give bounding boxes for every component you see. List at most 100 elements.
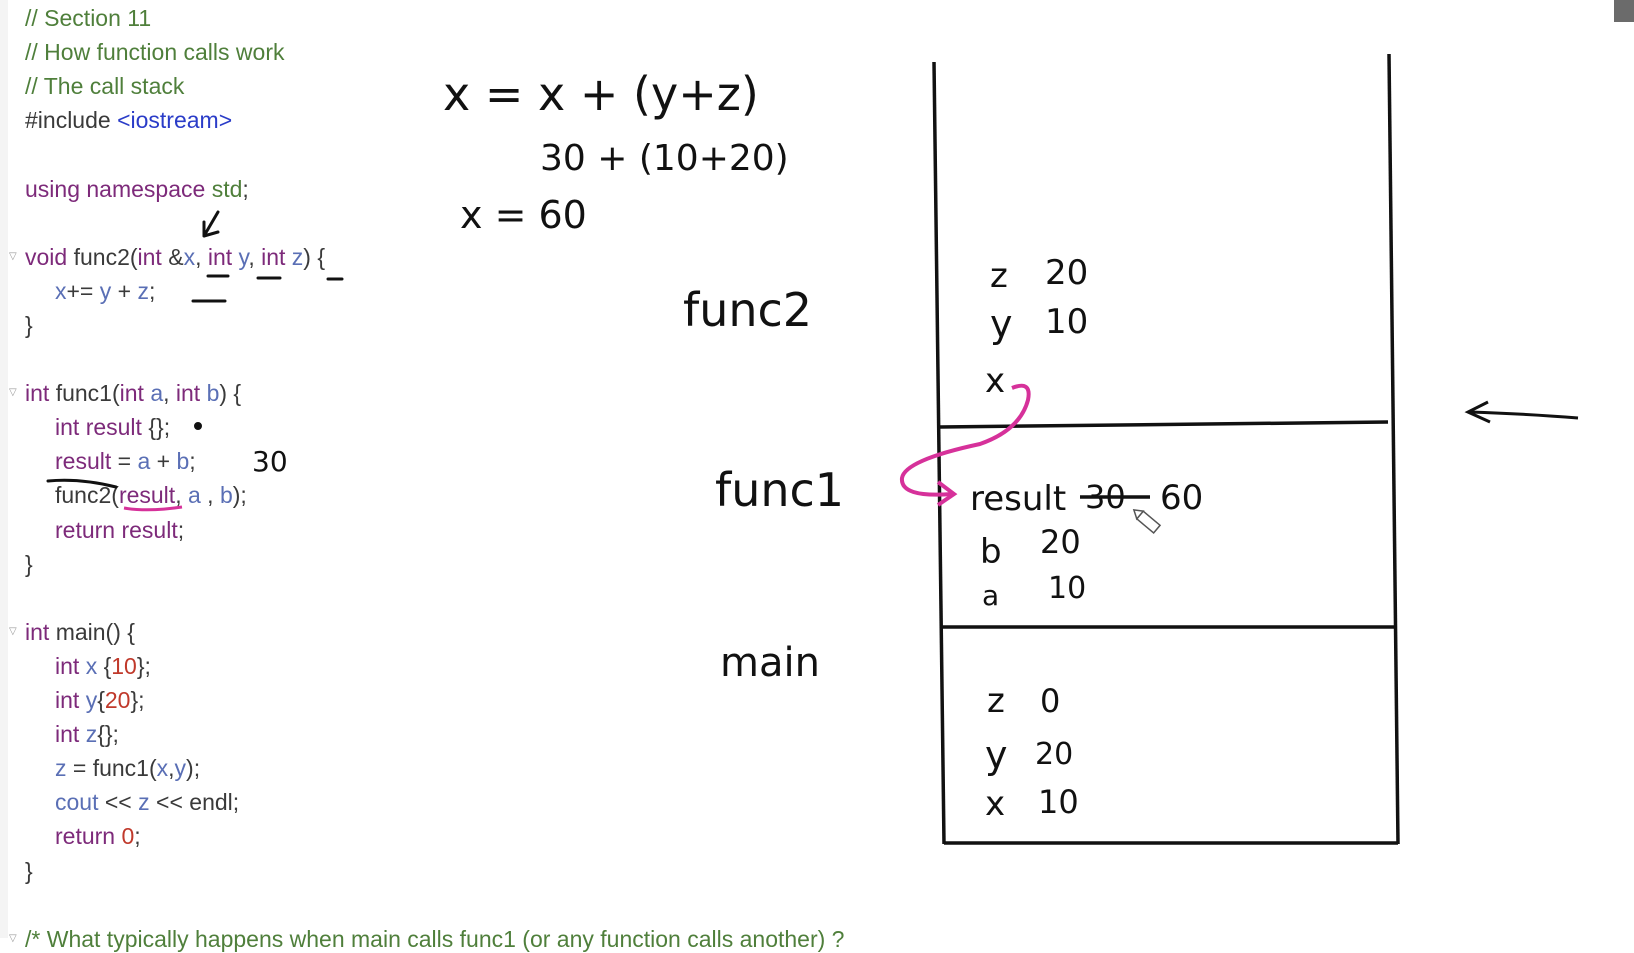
code-token: z <box>137 277 149 304</box>
main-z-value: 0 <box>1040 682 1060 720</box>
code-line[interactable]: } <box>25 857 33 885</box>
func2-y-name: y <box>990 302 1013 346</box>
func1-b-value: 20 <box>1040 523 1081 561</box>
stack-frame-main: z 0 y 20 x 10 <box>985 681 1079 824</box>
func1-a-value: 10 <box>1048 571 1086 606</box>
code-line[interactable]: // The call stack <box>25 72 184 100</box>
code-token: z <box>85 721 98 748</box>
code-line[interactable]: cout << z << endl; <box>55 788 239 816</box>
code-token: int <box>119 380 151 407</box>
expression-line-2: 30 + (10+20) <box>540 138 789 179</box>
code-token: x <box>156 755 169 782</box>
code-token: // How function calls work <box>25 39 285 66</box>
code-token: } <box>25 857 33 884</box>
code-annotation-marks <box>46 210 344 489</box>
reference-arrow <box>899 383 1031 497</box>
code-token: using namespace <box>25 175 212 202</box>
code-token: a <box>187 482 201 509</box>
code-token: result <box>85 414 149 441</box>
code-token: , <box>163 380 176 407</box>
code-token: 0 <box>121 823 135 850</box>
code-token: int <box>137 243 169 270</box>
code-line[interactable]: x+= y + z; <box>55 277 155 305</box>
code-token: , <box>248 243 262 270</box>
fold-toggle-icon[interactable]: ▽ <box>9 250 17 262</box>
main-y-value: 20 <box>1035 737 1073 772</box>
code-token: return <box>55 516 122 543</box>
code-token: }; <box>136 652 151 679</box>
stack-frame-func1: result 30 60 b 20 a 10 <box>970 478 1203 612</box>
scrollbar-thumb[interactable] <box>1614 0 1634 22</box>
code-line[interactable]: int z{}; <box>55 720 119 748</box>
code-line[interactable]: } <box>25 311 33 339</box>
code-token: int <box>261 243 292 270</box>
main-x-value: 10 <box>1038 783 1079 821</box>
code-line[interactable]: int y{20}; <box>55 686 145 714</box>
expression-line-3: x = 60 <box>460 193 587 237</box>
call-stack-box <box>932 53 1400 845</box>
code-token: result <box>55 448 112 475</box>
code-editor[interactable]: // Section 11 // How function calls work /… <box>0 0 844 952</box>
code-token: ; <box>177 516 185 543</box>
code-token: ) { <box>219 380 242 407</box>
code-token: ); <box>186 755 201 782</box>
fold-toggle-icon[interactable]: ▽ <box>9 387 17 399</box>
code-token: , <box>175 482 188 509</box>
code-token: func1( <box>55 380 120 407</box>
editor-gutter <box>0 0 8 938</box>
code-token: ; <box>134 823 141 850</box>
code-token: = <box>111 448 138 475</box>
code-line[interactable]: using namespace std; <box>25 175 249 203</box>
code-line[interactable]: #include <iostream> <box>25 106 232 134</box>
code-line[interactable]: int func1(int a, int b) { <box>25 379 241 407</box>
func1-b-name: b <box>980 532 1002 572</box>
code-line[interactable]: } <box>25 550 33 578</box>
code-token: = func1( <box>66 755 157 782</box>
code-token: }; <box>130 687 145 713</box>
pencil-cursor-icon <box>1132 508 1162 535</box>
code-token: std <box>211 175 243 202</box>
code-token: , <box>168 755 175 782</box>
code-line[interactable]: int main() { <box>25 618 135 646</box>
code-token: ; <box>189 448 196 475</box>
code-line[interactable]: // Section 11 <box>25 4 151 32</box>
code-token: func2( <box>73 243 138 270</box>
code-token: b <box>219 482 233 509</box>
code-line[interactable]: int result {}; <box>55 413 170 441</box>
code-line[interactable]: void func2(int &x, int y, int z) { <box>25 243 325 271</box>
code-token: a <box>137 448 151 475</box>
main-x-name: x <box>985 784 1005 824</box>
code-token: z <box>55 755 67 782</box>
code-token: += <box>66 277 100 304</box>
reference-arrow-head <box>936 480 958 507</box>
code-token: void <box>25 243 74 270</box>
arrow-left-icon <box>1464 400 1579 424</box>
code-token: << <box>98 789 139 816</box>
code-token: x <box>55 277 67 304</box>
code-token: return <box>55 823 122 850</box>
code-token: int <box>55 652 86 679</box>
code-token: ; <box>242 175 249 202</box>
code-token: int <box>25 618 56 645</box>
code-line[interactable]: // How function calls work <box>25 38 284 66</box>
code-token: , <box>195 243 208 270</box>
code-line[interactable]: return result; <box>55 516 184 544</box>
fold-toggle-icon[interactable]: ▽ <box>9 625 17 637</box>
code-token: & <box>168 243 184 270</box>
code-line[interactable]: z = func1(x,y); <box>55 754 200 782</box>
func1-result-value: 60 <box>1160 478 1203 518</box>
code-line[interactable]: result = a + b; <box>55 447 196 475</box>
code-token: a <box>150 380 164 407</box>
code-token: 10 <box>111 652 137 679</box>
code-line[interactable]: int x {10}; <box>55 652 151 680</box>
code-token: {}; <box>148 414 171 441</box>
code-token: ) { <box>303 243 326 270</box>
code-line[interactable]: return 0; <box>55 822 141 850</box>
code-token: y <box>174 755 187 782</box>
code-token: main() { <box>55 618 135 645</box>
code-token: 20 <box>104 687 131 713</box>
code-token: y <box>85 687 98 713</box>
result-underline <box>123 505 183 512</box>
code-token: x <box>85 652 98 679</box>
code-token: , <box>200 482 220 509</box>
